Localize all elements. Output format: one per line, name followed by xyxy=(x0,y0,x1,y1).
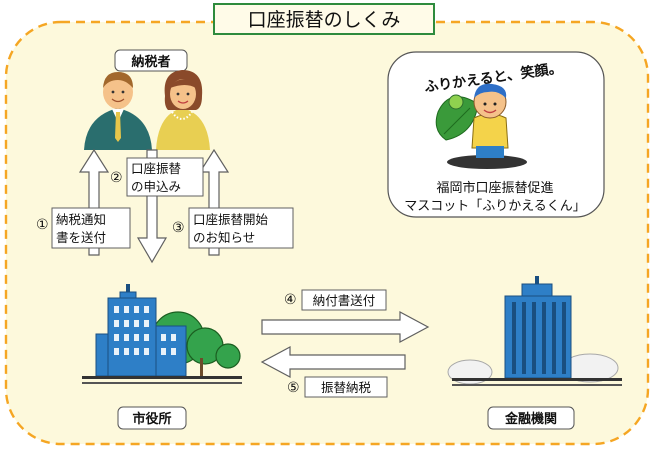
arrow-left-step5 xyxy=(260,345,406,379)
city-hall-label-box xyxy=(117,406,187,430)
bank-label: 金融機関 xyxy=(504,411,557,427)
step-2-box xyxy=(126,157,204,197)
step-3-line2: のお知らせ xyxy=(193,230,255,245)
step-3-line1: 口座振替開始 xyxy=(193,212,269,227)
step-3-box xyxy=(188,207,294,249)
step-4-number: ④ xyxy=(284,292,297,308)
bank-building-illustration xyxy=(447,276,622,386)
step-4-line1: 納付書送付 xyxy=(313,293,376,308)
step-3-number: ③ xyxy=(172,220,185,236)
mascot-caption-line2: マスコット「ふりかえるくん」 xyxy=(404,199,586,214)
step-5-box xyxy=(304,376,388,398)
mascot-caption-line1: 福岡市口座振替促進 xyxy=(436,180,553,196)
step-1-number: ① xyxy=(36,217,49,233)
mascot-illustration xyxy=(435,83,527,169)
arrow-right-step4 xyxy=(261,310,430,344)
page-title: 口座振替のしくみ xyxy=(248,9,401,31)
city-hall-label: 市役所 xyxy=(132,411,171,427)
step-5-number: ⑤ xyxy=(287,380,300,396)
step-1-box xyxy=(51,207,131,249)
step-5-line1: 振替納税 xyxy=(321,380,372,395)
title-box xyxy=(213,3,435,35)
taxpayer-label-box xyxy=(114,49,188,72)
step-2-line2: の申込み xyxy=(131,179,181,194)
city-hall-building-illustration xyxy=(82,284,242,384)
bank-label-box xyxy=(487,406,575,430)
step-2-line1: 口座振替 xyxy=(131,161,182,176)
step-4-box xyxy=(301,289,387,311)
step-2-number: ② xyxy=(110,170,123,186)
step-1-line2: 書を送付 xyxy=(56,230,106,245)
step-1-line1: 納税通知 xyxy=(56,212,106,227)
taxpayer-label: 納税者 xyxy=(131,54,170,70)
taxpayer-people-illustration xyxy=(84,70,210,150)
